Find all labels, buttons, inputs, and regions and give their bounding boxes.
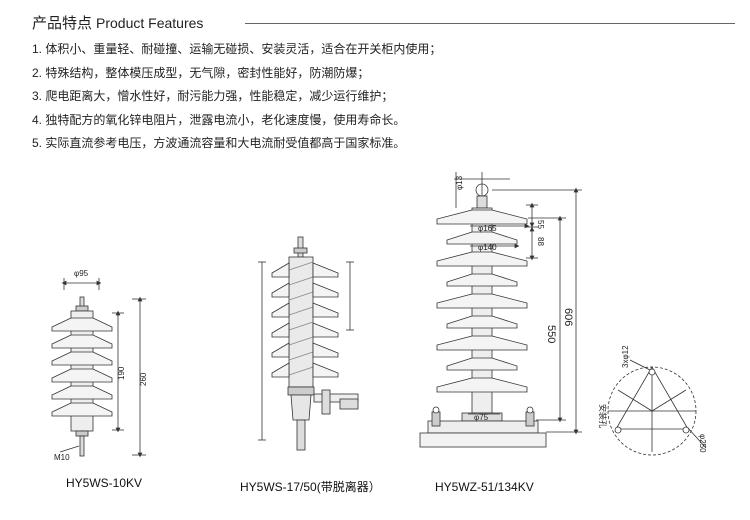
header-divider [245, 23, 735, 24]
section-title-cn: 产品特点 [32, 15, 93, 32]
dim-height-606: 606 [562, 308, 574, 326]
arrester-drawing-3 [419, 172, 582, 448]
mount-hole-label: 安装孔 [598, 404, 608, 428]
dim-diameter-95: φ95 [74, 269, 89, 278]
dim-diameter-165: φ165 [478, 224, 497, 233]
dim-diameter-140: φ140 [478, 243, 497, 252]
section-title-en: Product Features [96, 15, 204, 31]
feature-item: 5. 实际直流参考电压，方波通流容量和大电流耐受值都高于国家标准。 [32, 136, 406, 150]
thread-label: M10 [54, 453, 70, 462]
caption-drawing-1: HY5WS-10KV [66, 476, 143, 490]
feature-item: 2. 特殊结构，整体模压成型，无气隙，密封性能好，防潮防爆； [32, 65, 370, 80]
caption-drawing-2: HY5WS-17/50(带脱离器） [240, 480, 381, 494]
dim-height-88: 88 [536, 237, 545, 246]
dim-height-55: 55 [536, 220, 545, 229]
caption-drawing-3: HY5WZ-51/134KV [435, 480, 534, 494]
feature-item: 1. 体积小、重量轻、耐碰撞、运输无碰损、安装灵活，适合在开关柜内使用； [32, 42, 442, 56]
dim-height-190: 190 [117, 366, 126, 380]
dim-diameter-75: φ75 [474, 413, 489, 422]
feature-item: 3. 爬电距离大，憎水性好，耐污能力强，性能稳定，减少运行维护； [32, 89, 394, 103]
dim-diameter-250: φ250 [698, 434, 707, 453]
feature-item: 4. 独特配方的氧化锌电阻片，泄露电流小，老化速度慢，使用寿命长。 [32, 112, 406, 127]
arrester-drawing-2 [258, 236, 359, 451]
dim-height-260: 260 [139, 372, 148, 386]
dim-slot-12: 3xφ12 [621, 345, 630, 368]
dim-hole-13: φ13 [455, 175, 464, 190]
mounting-plan-drawing [607, 359, 707, 456]
feature-list: 1. 体积小、重量轻、耐碰撞、运输无碰损、安装灵活，适合在开关柜内使用； 2. … [32, 38, 441, 156]
dim-height-550: 550 [545, 325, 557, 343]
arrester-drawing-1 [51, 278, 146, 458]
